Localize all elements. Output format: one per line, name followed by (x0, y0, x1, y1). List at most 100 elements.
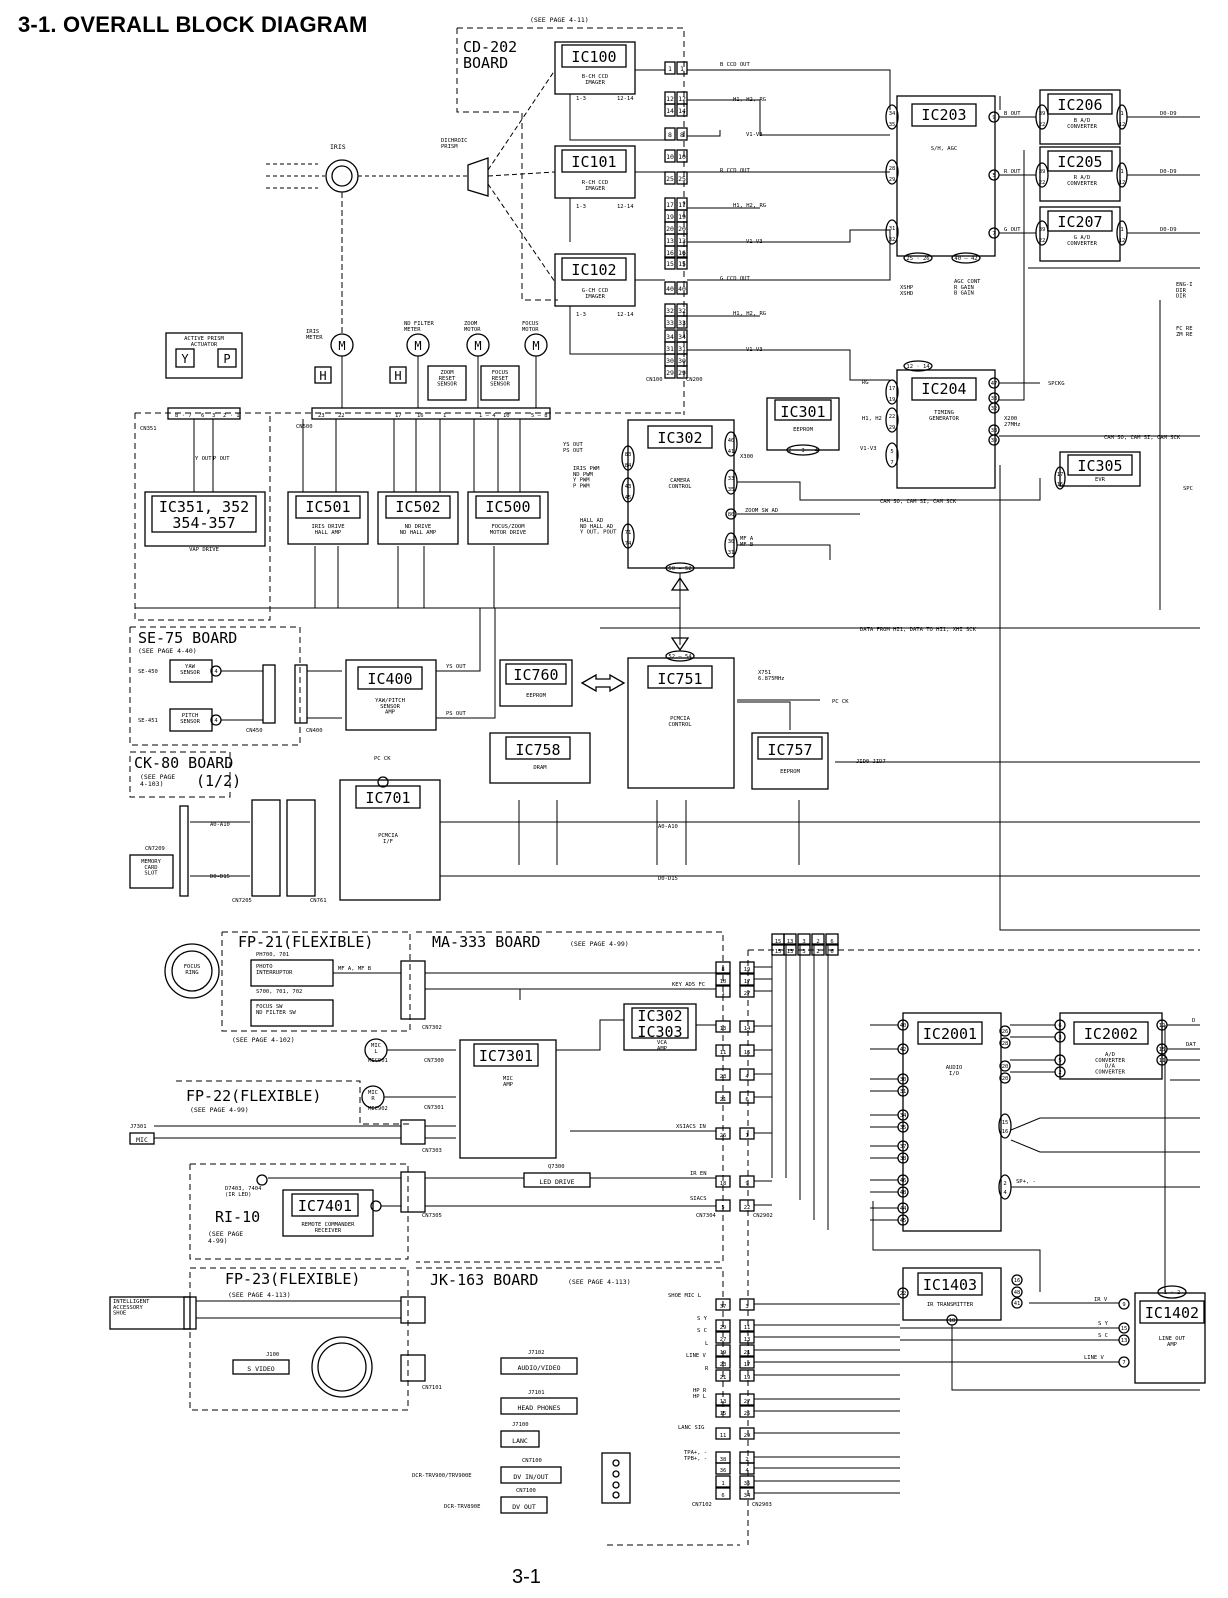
cn-pin-box (783, 933, 797, 946)
cn200-pin-number: 34 (678, 333, 686, 341)
cn100-pin-number: 10 (666, 153, 674, 161)
cn7304-pin-box (715, 961, 731, 974)
cn7102-pin-box (715, 1487, 731, 1500)
cn7304-pin-box (715, 1091, 731, 1104)
pin-number: 26 (1002, 1029, 1009, 1035)
pin-number: 80 (728, 512, 735, 518)
mic-l-circle (364, 1038, 388, 1062)
ic2002-id: IC2002 (1084, 1025, 1138, 1043)
p-label: P (223, 352, 230, 366)
ic7301-block (459, 1039, 557, 1159)
ic305-desc: EVR (1095, 477, 1106, 483)
focus-ring-inner (171, 950, 213, 992)
ic205-label-box (1047, 150, 1113, 172)
ic351-desc: VAP DRIVE (189, 547, 219, 553)
shoe-pins (183, 1296, 197, 1330)
sig-siacs: SIACS (690, 1196, 707, 1202)
sig-key-ad5: KEY AD5 FC (672, 982, 705, 988)
pin-label: 12-14 (617, 96, 634, 102)
j7301-label: J7301 (130, 1124, 147, 1130)
pin-number: 16 (1057, 482, 1064, 488)
cn100-pin-box (664, 256, 676, 270)
ri10-board-label: RI-10 (215, 1208, 260, 1226)
pin-circle (1156, 1019, 1168, 1031)
pin-number: 35 (744, 1481, 751, 1487)
pin-number: 16 (1002, 1129, 1009, 1135)
pin-number: 21 (720, 1375, 727, 1381)
sig-lanc: LANC SIG (678, 1425, 705, 1431)
ic101-label-box (561, 149, 627, 173)
pin-number: 39 (1039, 227, 1046, 233)
ic7401-block (282, 1189, 374, 1237)
pin-number: 31 (728, 550, 735, 556)
ic1403-block (902, 1267, 1002, 1321)
led-drive-block (523, 1172, 591, 1188)
cn7102-pin-box (715, 1462, 731, 1475)
cn100-pin-number: 19 (666, 213, 674, 221)
ic203-block (896, 95, 996, 257)
ck80-border (129, 751, 231, 798)
cn7102-pin-box (715, 1298, 731, 1311)
cn2903-pin-box (739, 1475, 755, 1488)
p-box (217, 348, 237, 368)
sig-ir-en: IR EN (690, 1171, 707, 1177)
ic305-id: IC305 (1077, 457, 1122, 475)
pin-number: 32 (991, 406, 998, 412)
sig-v1v3: V1-V3 (860, 446, 877, 452)
cn100-pin-box (664, 149, 676, 163)
pin-number: 1 (1120, 111, 1123, 117)
ic7301-id: IC7301 (479, 1047, 533, 1065)
ph700-label: PH700, 701 (256, 952, 289, 958)
cn7303-connector (400, 1119, 426, 1145)
zoom-reset-block (427, 365, 467, 401)
cn2902-pin-box (739, 1044, 755, 1057)
cn2903-pin-box (739, 1405, 755, 1418)
cn-pin-box (797, 933, 811, 946)
pin-number: 4 (214, 669, 218, 675)
cn100-pin-number: 13 (666, 237, 674, 245)
pin-number: 48 (1014, 1290, 1021, 1296)
pin-circle (946, 1314, 958, 1326)
ic400-label-box (357, 666, 423, 690)
s-video-label-box (232, 1359, 290, 1375)
cn7100-label-1: CN7100 (522, 1458, 542, 1464)
pin-number: 29 (720, 1325, 727, 1331)
dcr890-label: DCR-TRV890E (444, 1504, 480, 1510)
pin-circle (1054, 1019, 1066, 1031)
ic301-block (766, 397, 840, 451)
ic302-label-box (647, 425, 713, 449)
sig-sy: S Y (697, 1316, 708, 1322)
head-phones-box (500, 1397, 578, 1415)
ic1402-label-box (1139, 1300, 1205, 1324)
cn7101-label: CN7101 (422, 1385, 442, 1391)
sig-zoom-sw: ZOOM SW AD (745, 508, 778, 514)
pin-number: 12 (1119, 122, 1126, 128)
ic205-block (1039, 146, 1121, 202)
sig-line-v-2: LINE V (1084, 1355, 1105, 1361)
ic305-label-box (1067, 454, 1133, 476)
pin-number: 21 (720, 1097, 727, 1103)
cn200-pin-number: 1 (680, 65, 684, 73)
cn100-pin-box (664, 103, 676, 117)
cn200-pin-number: 10 (678, 153, 686, 161)
wire (1010, 1139, 1200, 1153)
cn7302-label: CN7302 (422, 1025, 442, 1031)
ic758-label-box (505, 736, 571, 760)
pin-number: 2 (816, 939, 819, 945)
pin-number: 6 (721, 1493, 724, 1499)
sig-xsiacs: XSIACS IN (676, 1124, 706, 1130)
ic204-block (896, 369, 996, 489)
v1v3-bus (687, 130, 721, 137)
pin-ellipse (1035, 104, 1049, 130)
pin-number: 19 (744, 1375, 751, 1381)
pin-number: 30 (900, 1077, 907, 1083)
ma333-border (416, 931, 724, 1263)
pin-circle (999, 1072, 1011, 1084)
